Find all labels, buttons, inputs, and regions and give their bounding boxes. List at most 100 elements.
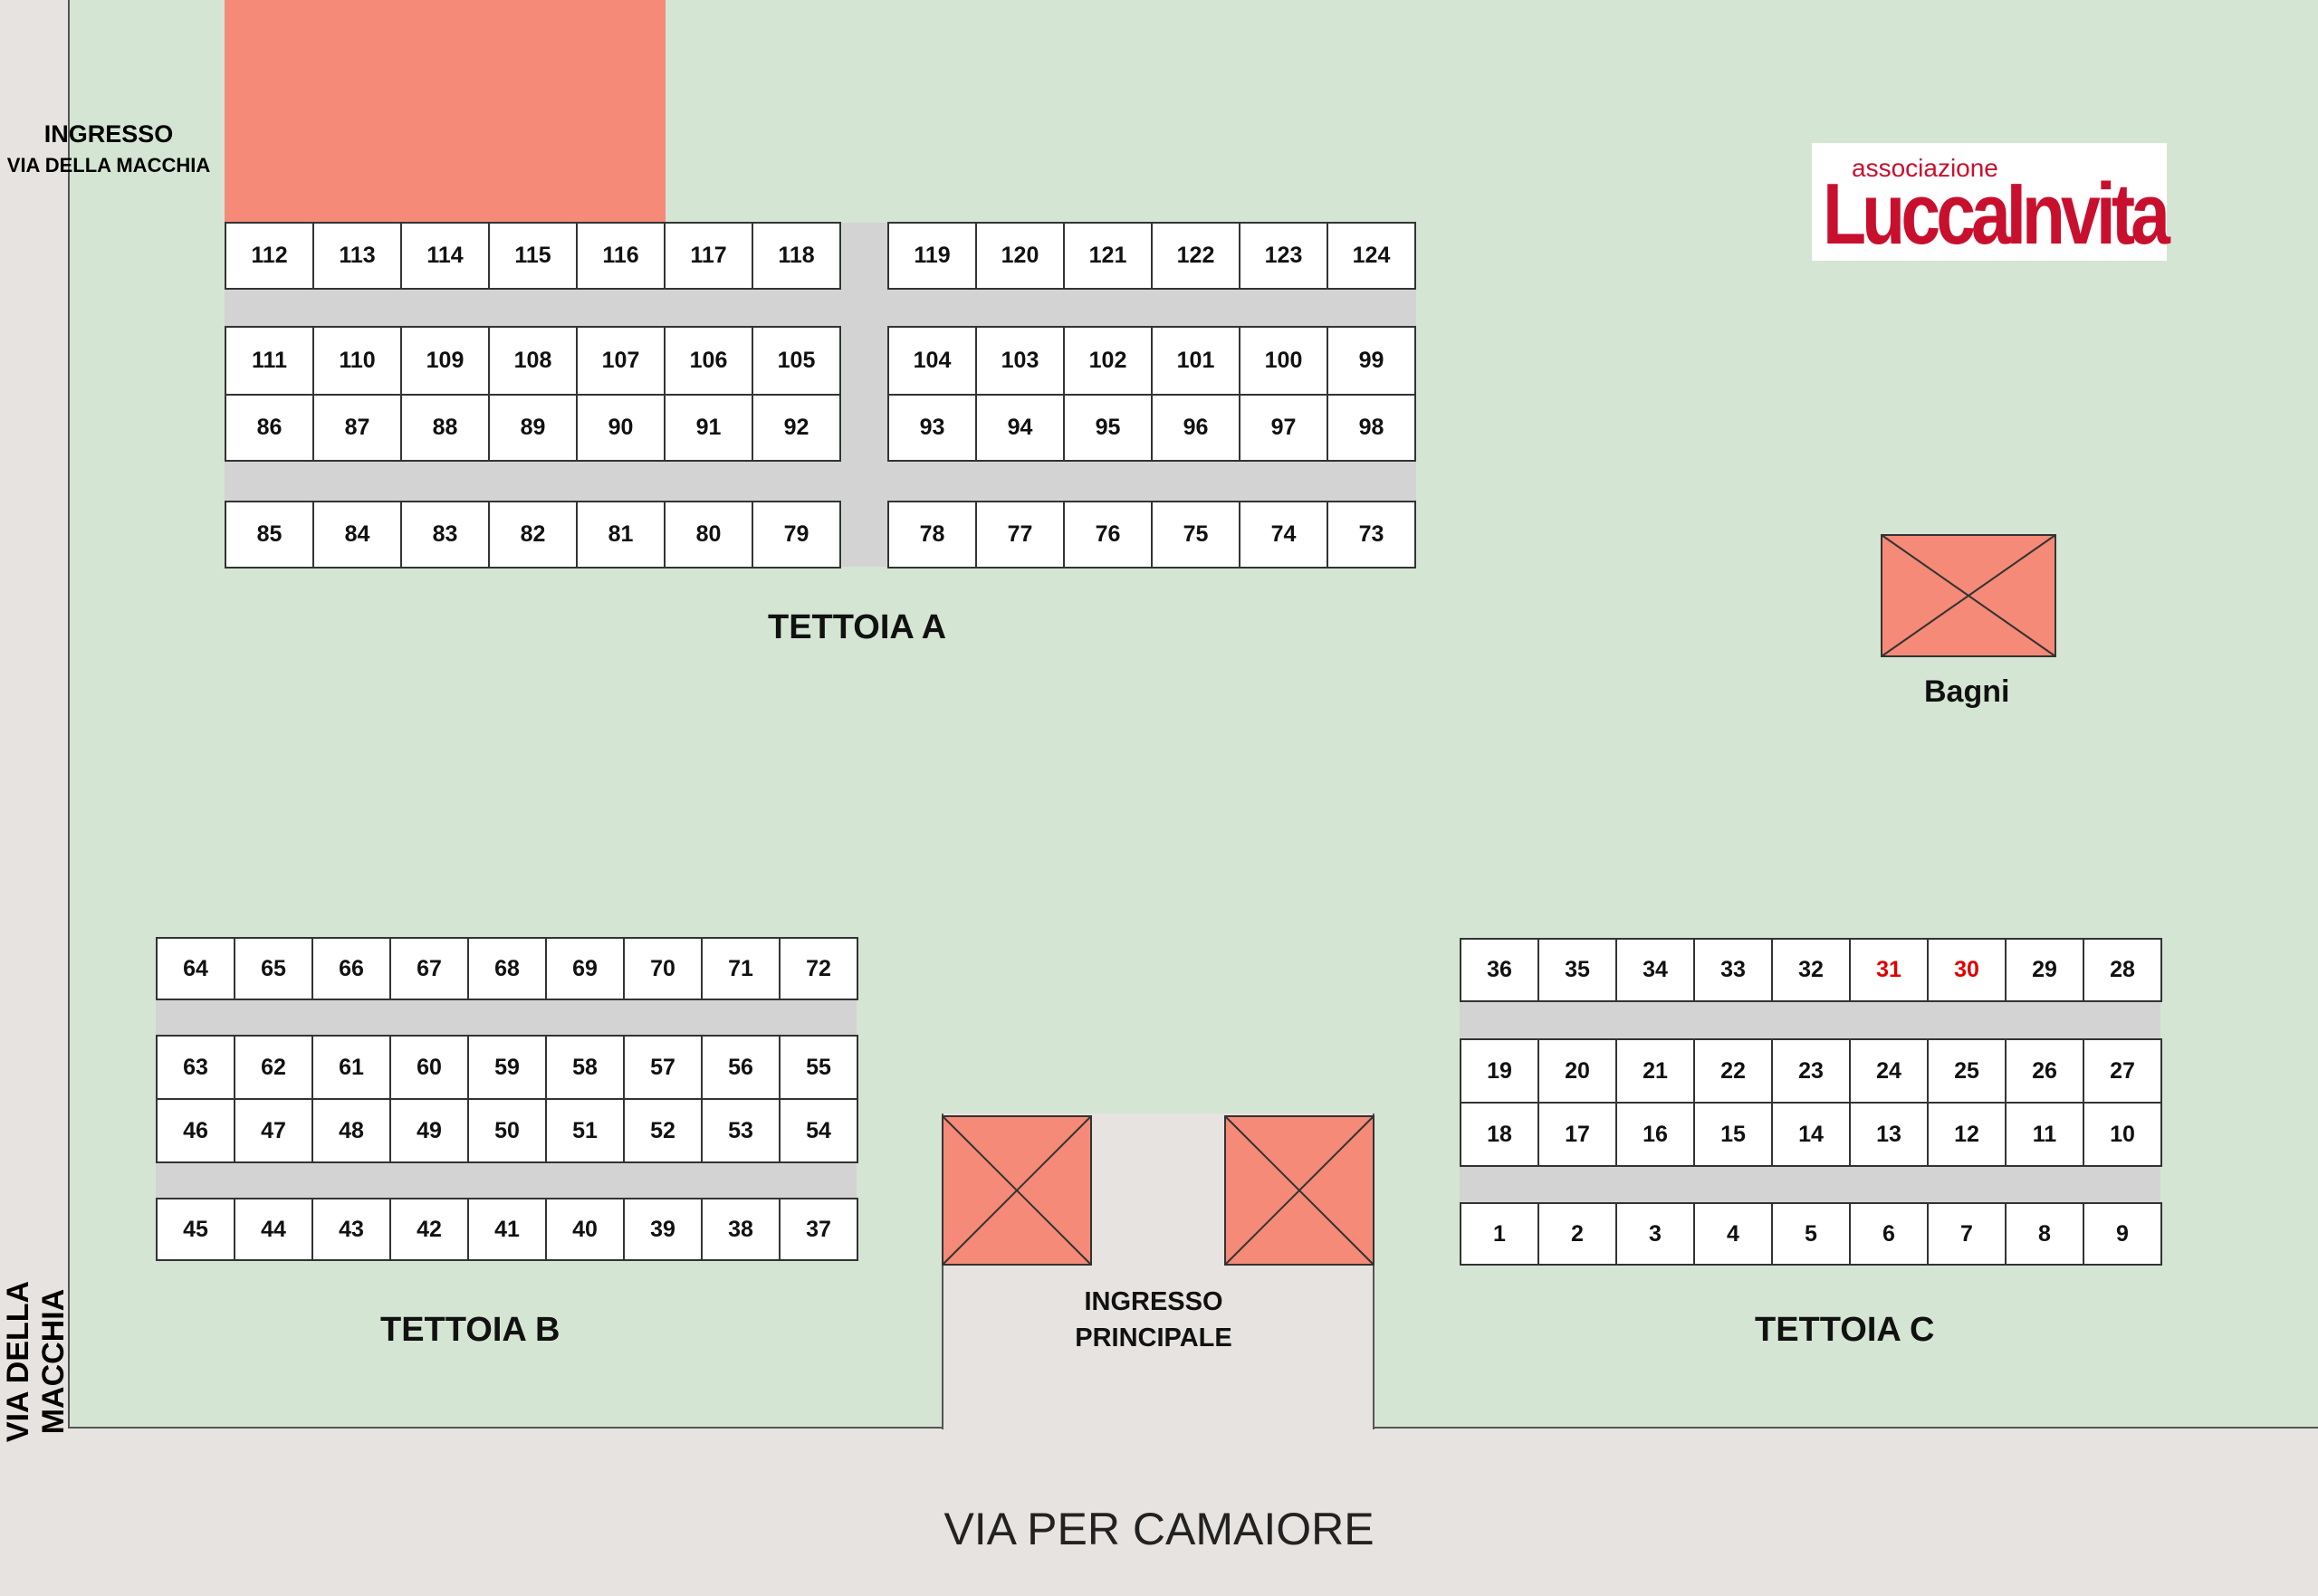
stall-62[interactable]: 62 bbox=[234, 1035, 313, 1100]
stall-115[interactable]: 115 bbox=[488, 222, 578, 290]
stall-74[interactable]: 74 bbox=[1239, 501, 1328, 569]
stall-35[interactable]: 35 bbox=[1537, 938, 1617, 1002]
stall-88[interactable]: 88 bbox=[400, 394, 490, 462]
stall-109[interactable]: 109 bbox=[400, 326, 490, 396]
stall-121[interactable]: 121 bbox=[1063, 222, 1153, 290]
stall-50[interactable]: 50 bbox=[467, 1098, 547, 1163]
stall-21[interactable]: 21 bbox=[1615, 1038, 1695, 1104]
stall-79[interactable]: 79 bbox=[752, 501, 841, 569]
stall-85[interactable]: 85 bbox=[225, 501, 314, 569]
stall-94[interactable]: 94 bbox=[975, 394, 1065, 462]
stall-99[interactable]: 99 bbox=[1327, 326, 1416, 396]
stall-26[interactable]: 26 bbox=[2005, 1038, 2084, 1104]
stall-124[interactable]: 124 bbox=[1327, 222, 1416, 290]
stall-30[interactable]: 30 bbox=[1927, 938, 2007, 1002]
stall-83[interactable]: 83 bbox=[400, 501, 490, 569]
stall-3[interactable]: 3 bbox=[1615, 1202, 1695, 1266]
stall-87[interactable]: 87 bbox=[312, 394, 402, 462]
stall-91[interactable]: 91 bbox=[664, 394, 753, 462]
stall-44[interactable]: 44 bbox=[234, 1198, 313, 1261]
stall-53[interactable]: 53 bbox=[701, 1098, 781, 1163]
stall-12[interactable]: 12 bbox=[1927, 1102, 2007, 1167]
stall-104[interactable]: 104 bbox=[887, 326, 977, 396]
stall-17[interactable]: 17 bbox=[1537, 1102, 1617, 1167]
stall-15[interactable]: 15 bbox=[1693, 1102, 1773, 1167]
stall-110[interactable]: 110 bbox=[312, 326, 402, 396]
stall-31[interactable]: 31 bbox=[1849, 938, 1929, 1002]
stall-20[interactable]: 20 bbox=[1537, 1038, 1617, 1104]
stall-105[interactable]: 105 bbox=[752, 326, 841, 396]
stall-82[interactable]: 82 bbox=[488, 501, 578, 569]
stall-33[interactable]: 33 bbox=[1693, 938, 1773, 1002]
stall-90[interactable]: 90 bbox=[576, 394, 666, 462]
stall-73[interactable]: 73 bbox=[1327, 501, 1416, 569]
stall-32[interactable]: 32 bbox=[1771, 938, 1851, 1002]
stall-119[interactable]: 119 bbox=[887, 222, 977, 290]
stall-101[interactable]: 101 bbox=[1151, 326, 1240, 396]
stall-112[interactable]: 112 bbox=[225, 222, 314, 290]
stall-37[interactable]: 37 bbox=[779, 1198, 858, 1261]
stall-60[interactable]: 60 bbox=[389, 1035, 469, 1100]
stall-51[interactable]: 51 bbox=[545, 1098, 625, 1163]
stall-98[interactable]: 98 bbox=[1327, 394, 1416, 462]
stall-48[interactable]: 48 bbox=[311, 1098, 391, 1163]
stall-70[interactable]: 70 bbox=[623, 937, 703, 1000]
stall-49[interactable]: 49 bbox=[389, 1098, 469, 1163]
stall-100[interactable]: 100 bbox=[1239, 326, 1328, 396]
stall-123[interactable]: 123 bbox=[1239, 222, 1328, 290]
stall-39[interactable]: 39 bbox=[623, 1198, 703, 1261]
stall-38[interactable]: 38 bbox=[701, 1198, 781, 1261]
stall-47[interactable]: 47 bbox=[234, 1098, 313, 1163]
stall-34[interactable]: 34 bbox=[1615, 938, 1695, 1002]
stall-52[interactable]: 52 bbox=[623, 1098, 703, 1163]
stall-77[interactable]: 77 bbox=[975, 501, 1065, 569]
stall-14[interactable]: 14 bbox=[1771, 1102, 1851, 1167]
stall-84[interactable]: 84 bbox=[312, 501, 402, 569]
stall-76[interactable]: 76 bbox=[1063, 501, 1153, 569]
stall-5[interactable]: 5 bbox=[1771, 1202, 1851, 1266]
stall-95[interactable]: 95 bbox=[1063, 394, 1153, 462]
stall-18[interactable]: 18 bbox=[1460, 1102, 1539, 1167]
stall-68[interactable]: 68 bbox=[467, 937, 547, 1000]
stall-43[interactable]: 43 bbox=[311, 1198, 391, 1261]
stall-117[interactable]: 117 bbox=[664, 222, 753, 290]
stall-65[interactable]: 65 bbox=[234, 937, 313, 1000]
stall-22[interactable]: 22 bbox=[1693, 1038, 1773, 1104]
stall-63[interactable]: 63 bbox=[156, 1035, 235, 1100]
stall-46[interactable]: 46 bbox=[156, 1098, 235, 1163]
stall-80[interactable]: 80 bbox=[664, 501, 753, 569]
stall-23[interactable]: 23 bbox=[1771, 1038, 1851, 1104]
stall-75[interactable]: 75 bbox=[1151, 501, 1240, 569]
stall-67[interactable]: 67 bbox=[389, 937, 469, 1000]
stall-24[interactable]: 24 bbox=[1849, 1038, 1929, 1104]
stall-97[interactable]: 97 bbox=[1239, 394, 1328, 462]
stall-10[interactable]: 10 bbox=[2083, 1102, 2162, 1167]
stall-19[interactable]: 19 bbox=[1460, 1038, 1539, 1104]
stall-122[interactable]: 122 bbox=[1151, 222, 1240, 290]
stall-41[interactable]: 41 bbox=[467, 1198, 547, 1261]
stall-8[interactable]: 8 bbox=[2005, 1202, 2084, 1266]
stall-7[interactable]: 7 bbox=[1927, 1202, 2007, 1266]
stall-57[interactable]: 57 bbox=[623, 1035, 703, 1100]
stall-120[interactable]: 120 bbox=[975, 222, 1065, 290]
stall-2[interactable]: 2 bbox=[1537, 1202, 1617, 1266]
stall-96[interactable]: 96 bbox=[1151, 394, 1240, 462]
stall-103[interactable]: 103 bbox=[975, 326, 1065, 396]
stall-66[interactable]: 66 bbox=[311, 937, 391, 1000]
stall-116[interactable]: 116 bbox=[576, 222, 666, 290]
stall-58[interactable]: 58 bbox=[545, 1035, 625, 1100]
stall-54[interactable]: 54 bbox=[779, 1098, 858, 1163]
stall-61[interactable]: 61 bbox=[311, 1035, 391, 1100]
stall-71[interactable]: 71 bbox=[701, 937, 781, 1000]
stall-108[interactable]: 108 bbox=[488, 326, 578, 396]
stall-40[interactable]: 40 bbox=[545, 1198, 625, 1261]
stall-56[interactable]: 56 bbox=[701, 1035, 781, 1100]
stall-42[interactable]: 42 bbox=[389, 1198, 469, 1261]
stall-106[interactable]: 106 bbox=[664, 326, 753, 396]
stall-27[interactable]: 27 bbox=[2083, 1038, 2162, 1104]
stall-45[interactable]: 45 bbox=[156, 1198, 235, 1261]
stall-16[interactable]: 16 bbox=[1615, 1102, 1695, 1167]
stall-36[interactable]: 36 bbox=[1460, 938, 1539, 1002]
stall-118[interactable]: 118 bbox=[752, 222, 841, 290]
stall-81[interactable]: 81 bbox=[576, 501, 666, 569]
